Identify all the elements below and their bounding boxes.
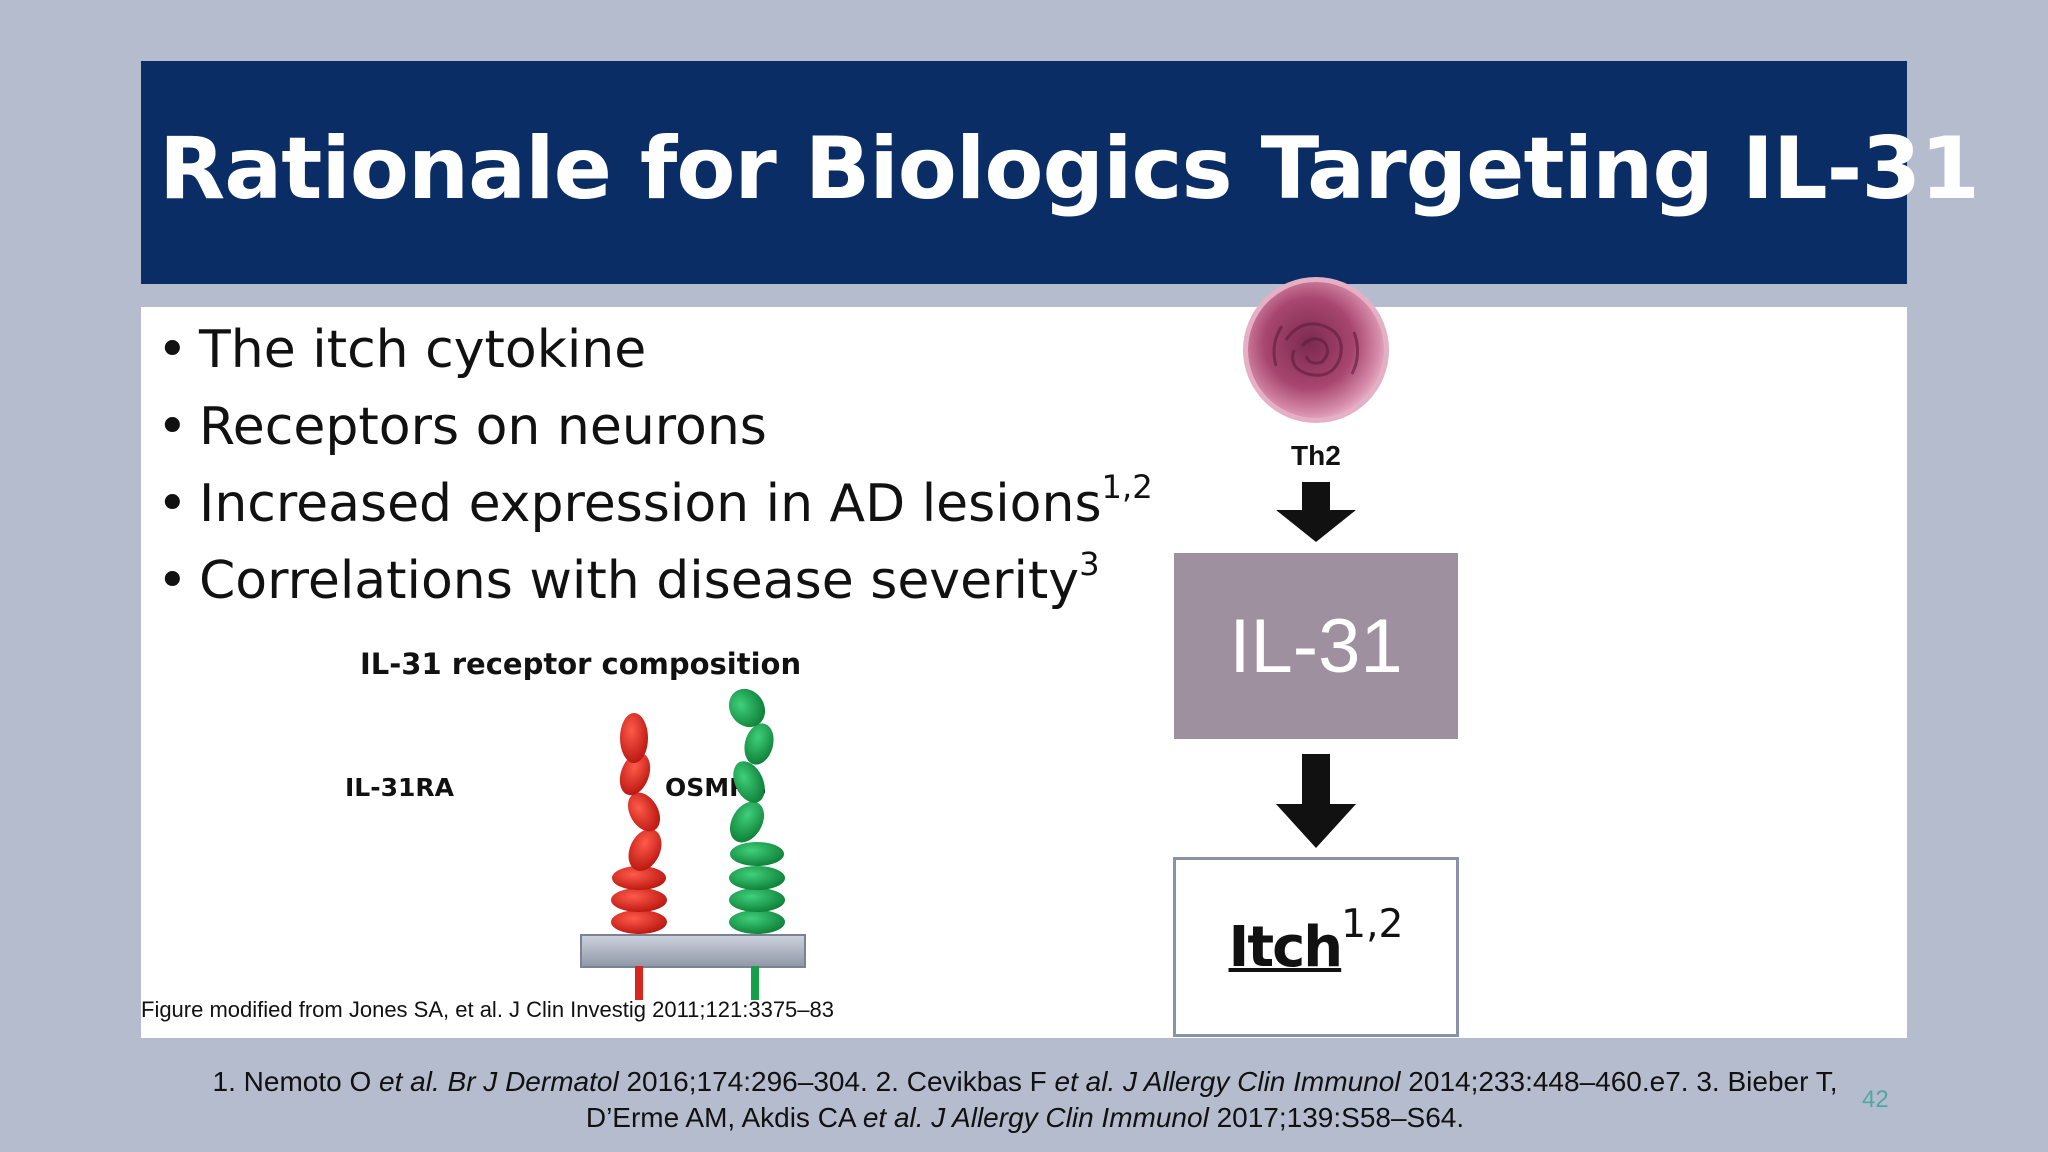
bullet-text: The itch cytokine (199, 320, 647, 380)
page-number: 42 (1862, 1086, 1889, 1113)
bullet-item: •The itch cytokine (155, 315, 1153, 392)
osmr-tail (751, 966, 759, 1000)
itch-box: Itch1,2 (1173, 857, 1459, 1037)
bullet-list: •The itch cytokine •Receptors on neurons… (155, 315, 1153, 623)
bullet-dot-icon: • (157, 320, 188, 380)
il31ra-label: IL-31RA (345, 773, 454, 802)
citation-superscript: 1,2 (1341, 902, 1404, 948)
th2-label: Th2 (1291, 440, 1341, 471)
bullet-item: •Correlations with disease severity3 (155, 544, 1153, 623)
title-bar: Rationale for Biologics Targeting IL-31 (141, 61, 1980, 284)
arrow-down-icon (1276, 482, 1356, 542)
il31ra-chain (611, 713, 667, 934)
bullet-text: Increased expression in AD lesions (199, 474, 1102, 534)
bullet-text: Correlations with disease severity (199, 551, 1080, 611)
reference-line: D’Erme AM, Akdis CA et al. J Allergy Cli… (585, 1102, 1465, 1133)
bullet-dot-icon: • (157, 397, 188, 457)
references: 1. Nemoto O et al. Br J Dermatol 2016;17… (145, 1064, 1905, 1136)
receptor-diagram (580, 688, 806, 1000)
arrow-down-icon (1276, 754, 1356, 848)
reference-line: 1. Nemoto O et al. Br J Dermatol 2016;17… (212, 1066, 1838, 1097)
il31ra-tail (635, 966, 643, 1000)
bullet-dot-icon: • (157, 551, 188, 611)
il31-box: IL-31 (1174, 553, 1458, 739)
bullet-text: Receptors on neurons (199, 397, 767, 457)
citation-superscript: 1,2 (1101, 467, 1153, 506)
citation-superscript: 3 (1079, 544, 1100, 583)
th2-cell-icon (1243, 277, 1389, 423)
bullet-dot-icon: • (157, 474, 188, 534)
bullet-item: •Increased expression in AD lesions1,2 (155, 467, 1153, 546)
content-area: •The itch cytokine •Receptors on neurons… (141, 307, 1907, 1038)
bullet-item: •Receptors on neurons (155, 392, 1153, 469)
il31-label: IL-31 (1229, 603, 1403, 689)
osmr-chain (728, 688, 785, 934)
figure-title: IL-31 receptor composition (360, 647, 802, 681)
itch-word: Itch (1228, 914, 1344, 980)
cell-membrane (580, 934, 806, 968)
itch-label: Itch1,2 (1228, 902, 1404, 980)
slide-title: Rationale for Biologics Targeting IL-31 (159, 119, 1980, 219)
figure-caption: Figure modified from Jones SA, et al. J … (141, 997, 834, 1022)
